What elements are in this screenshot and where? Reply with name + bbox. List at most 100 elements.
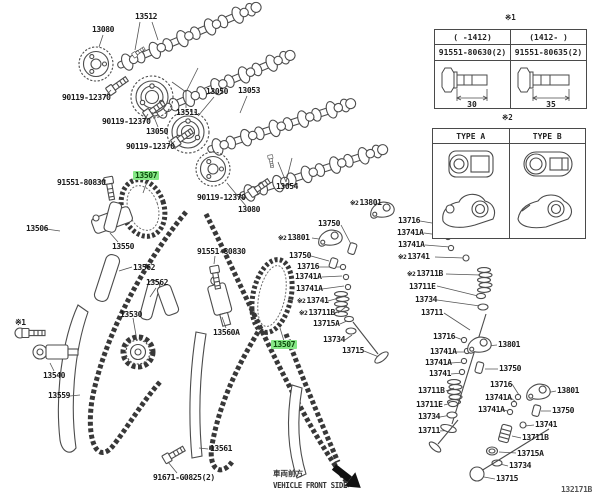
part-label-13507-24[interactable]: 13507 — [271, 340, 298, 349]
part-label-91671G08252-26[interactable]: 91671-G0825(2) — [153, 473, 215, 482]
part-label-13750-28[interactable]: 13750 — [318, 219, 340, 228]
part-label-13050-6[interactable]: 13050 — [206, 87, 228, 96]
part-number-text: 91551-80830 — [197, 247, 246, 256]
part-label-13507-13[interactable]: 13507 — [133, 171, 160, 180]
part-label-13711B-35[interactable]: ※213711B — [299, 308, 335, 318]
part-label-13711E-52[interactable]: 13711E — [416, 400, 443, 409]
part-label-13741A-48[interactable]: 13741A — [430, 347, 457, 356]
part-label-13750-61[interactable]: 13750 — [552, 406, 574, 415]
part-label-13716-47[interactable]: 13716 — [433, 332, 455, 341]
part-label-13741A-33[interactable]: 13741A — [296, 284, 323, 293]
part-label-13715A-64[interactable]: 13715A — [517, 449, 544, 458]
part-label-9011912370-8[interactable]: 90119-12370 — [126, 142, 175, 151]
part-label-13801-29[interactable]: ※213801 — [278, 233, 310, 243]
part-number-text: 13741A — [425, 358, 452, 367]
part-label-13741-62[interactable]: 13741 — [535, 420, 557, 429]
part-number-text: 13550 — [112, 242, 135, 251]
part-label-13715-66[interactable]: 13715 — [496, 474, 518, 483]
tensioner-13540 — [32, 344, 79, 360]
part-label-13801-60[interactable]: 13801 — [557, 386, 579, 395]
part-label-13801-27[interactable]: ※213801 — [350, 198, 382, 208]
part-label-13716-31[interactable]: 13716 — [297, 262, 319, 271]
part-label-13711E-44[interactable]: 13711E — [409, 282, 436, 291]
part-label-13511-5[interactable]: 13511 — [176, 108, 198, 117]
part-label-13080-10[interactable]: 13080 — [238, 205, 260, 214]
part-label-13741A-32[interactable]: 13741A — [295, 272, 322, 281]
part-label-13741-34[interactable]: ※213741 — [297, 296, 329, 306]
rocker-type-table: TYPE A TYPE B — [432, 128, 586, 239]
part-number-text: 13741 — [535, 420, 558, 429]
part-number-text: 13741 — [407, 252, 430, 261]
guide-13562-a — [93, 254, 121, 302]
part-label-13080-1[interactable]: 13080 — [92, 25, 114, 34]
part-label-13734-37[interactable]: 13734 — [323, 335, 345, 344]
part-label-13050-4[interactable]: 13050 — [146, 127, 168, 136]
part-label-13741A-40[interactable]: 13741A — [397, 228, 424, 237]
part-number-text: 13711B — [418, 386, 445, 395]
vvt-gear-13080-a — [78, 46, 114, 82]
part-label-9155180830-22[interactable]: 91551-80830 — [197, 247, 246, 256]
part-number-text: 13716 — [297, 262, 320, 271]
part-label-13562-16[interactable]: 13562 — [133, 263, 155, 272]
part-label-13054-11[interactable]: 13054 — [276, 182, 298, 191]
part-label-13550-15[interactable]: 13550 — [112, 242, 134, 251]
part-label-13741-42[interactable]: ※213741 — [398, 252, 430, 262]
part-label-13750-56[interactable]: 13750 — [499, 364, 521, 373]
guide-13561 — [189, 331, 207, 459]
part-label-13053-7[interactable]: 13053 — [238, 86, 260, 95]
part-label-13561-25[interactable]: 13561 — [210, 444, 232, 453]
part-number-text: 13801 — [498, 340, 521, 349]
part-label-13734-53[interactable]: 13734 — [418, 412, 440, 421]
part-label-9011912370-9[interactable]: 90119-12370 — [197, 193, 246, 202]
part-label-13716-57[interactable]: 13716 — [490, 380, 512, 389]
camshaft-exhaust-rh — [236, 139, 391, 205]
part-number-text: 13741 — [429, 369, 452, 378]
part-label-13734-45[interactable]: 13734 — [415, 295, 437, 304]
guide-oilpump — [288, 384, 307, 479]
part-number-text: 13530 — [120, 310, 143, 319]
part-label-13715A-36[interactable]: 13715A — [313, 319, 340, 328]
guide-13559 — [57, 304, 89, 453]
part-label-13741A-49[interactable]: 13741A — [425, 358, 452, 367]
part-label-9011912370-3[interactable]: 90119-12370 — [102, 117, 151, 126]
part-number-text: 13750 — [289, 251, 312, 260]
part-number-text: 13080 — [238, 205, 261, 214]
part-label-1-19: ※1 — [15, 318, 26, 327]
part-number-text: 13507 — [273, 340, 296, 349]
part-label-13512-0[interactable]: 13512 — [135, 12, 157, 21]
bolt-table-range-late: (1412- ) — [529, 32, 568, 42]
part-number-text: 13711B — [416, 269, 443, 278]
part-label-13741A-58[interactable]: 13741A — [485, 393, 512, 402]
part-label-13715-38[interactable]: 13715 — [342, 346, 364, 355]
part-number-text: 91551-80830 — [57, 178, 106, 187]
part-label-13716-39[interactable]: 13716 — [398, 216, 420, 225]
part-label-13734-65[interactable]: 13734 — [509, 461, 531, 470]
part-label-9155180830-12[interactable]: 91551-80830 — [57, 178, 106, 187]
vehicle-front-label-en: VEHICLE FRONT SIDE — [273, 481, 348, 490]
part-label-13711B-63[interactable]: 13711B — [522, 433, 549, 442]
part-label-13741A-41[interactable]: 13741A — [398, 240, 425, 249]
part-label-13711B-51[interactable]: 13711B — [418, 386, 445, 395]
bolt-drawing-35: 35 — [511, 61, 586, 108]
part-number-text: 13711B — [522, 433, 549, 442]
part-label-13711-54[interactable]: 13711 — [418, 426, 440, 435]
part-label-13741-50[interactable]: 13741 — [429, 369, 451, 378]
part-label-13506-14[interactable]: 13506 — [26, 224, 48, 233]
part-label-13540-20[interactable]: 13540 — [43, 371, 65, 380]
part-label-13711-46[interactable]: 13711 — [421, 308, 443, 317]
part-number-text: 13562 — [146, 278, 169, 287]
part-label-13741A-59[interactable]: 13741A — [478, 405, 505, 414]
part-label-9011912370-2[interactable]: 90119-12370 — [62, 93, 111, 102]
part-label-13750-30[interactable]: 13750 — [289, 251, 311, 260]
part-label-13559-21[interactable]: 13559 — [48, 391, 70, 400]
part-label-13711B-43[interactable]: ※213711B — [407, 269, 443, 279]
part-number-text: 90119-12370 — [102, 117, 151, 126]
part-label-13560A-23[interactable]: 13560A — [213, 328, 240, 337]
part-label-13562-17[interactable]: 13562 — [146, 278, 168, 287]
part-label-13801-55[interactable]: 13801 — [498, 340, 520, 349]
tensioner-arm-13550 — [91, 201, 133, 234]
diagram-code: 132171B — [561, 485, 592, 494]
part-label-13530-18[interactable]: 13530 — [120, 310, 142, 319]
part-number-text: 13050 — [206, 87, 229, 96]
